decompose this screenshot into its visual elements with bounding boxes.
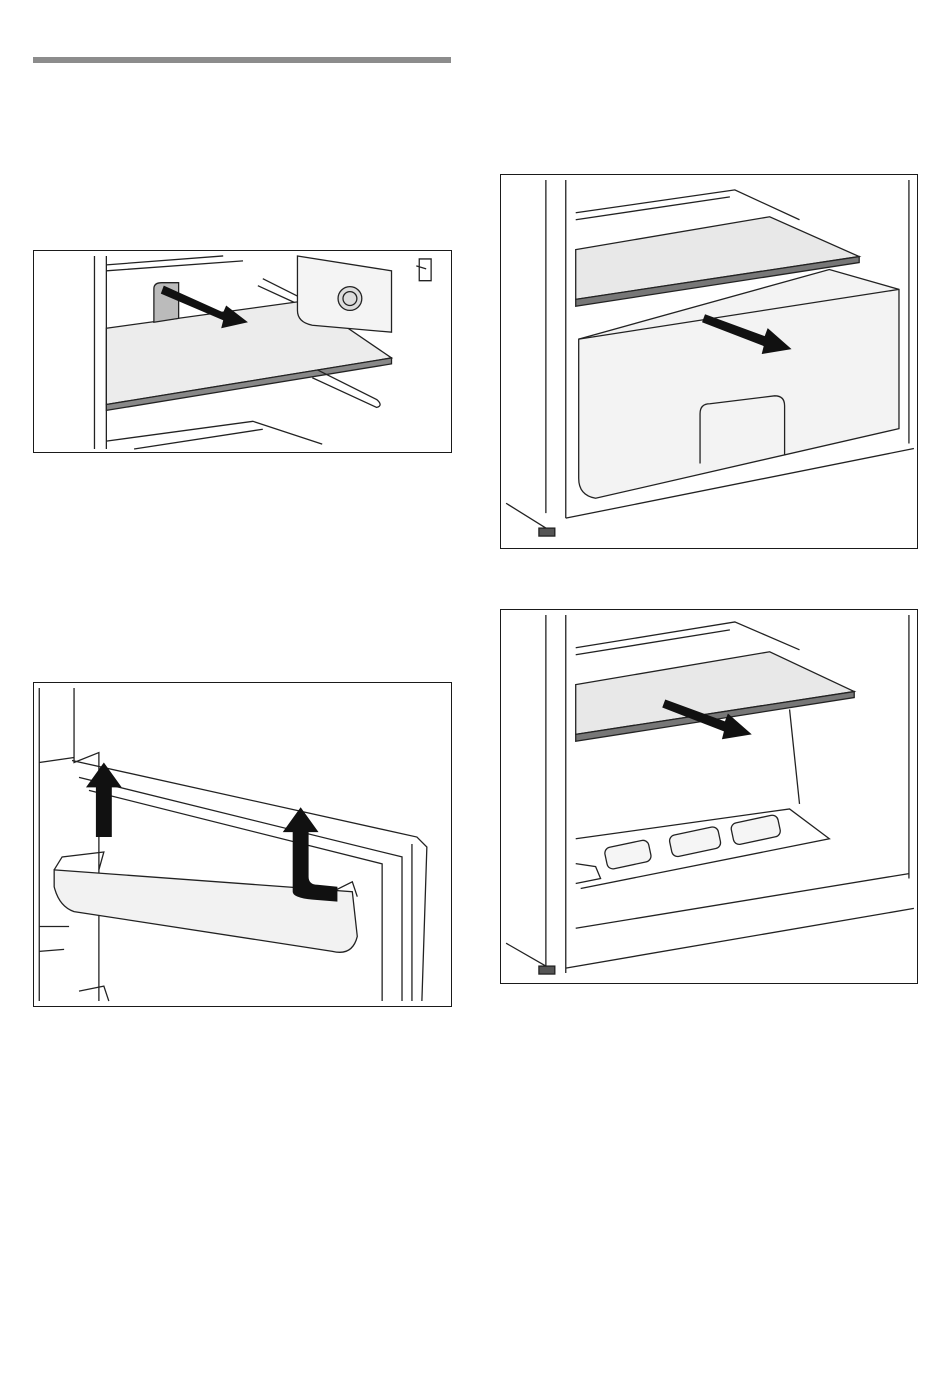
vegetable-drawer-removal-drawing bbox=[501, 175, 917, 548]
bottom-shelf-removal-illustration bbox=[500, 609, 918, 984]
vegetable-drawer-removal-illustration bbox=[500, 174, 918, 549]
section-divider bbox=[33, 57, 451, 63]
bottom-shelf-removal-drawing bbox=[501, 610, 917, 983]
shelf-removal-illustration bbox=[33, 250, 452, 453]
shelf-removal-drawing bbox=[34, 251, 451, 452]
door-rack-removal-illustration bbox=[33, 682, 452, 1007]
door-rack-removal-drawing bbox=[34, 683, 451, 1006]
